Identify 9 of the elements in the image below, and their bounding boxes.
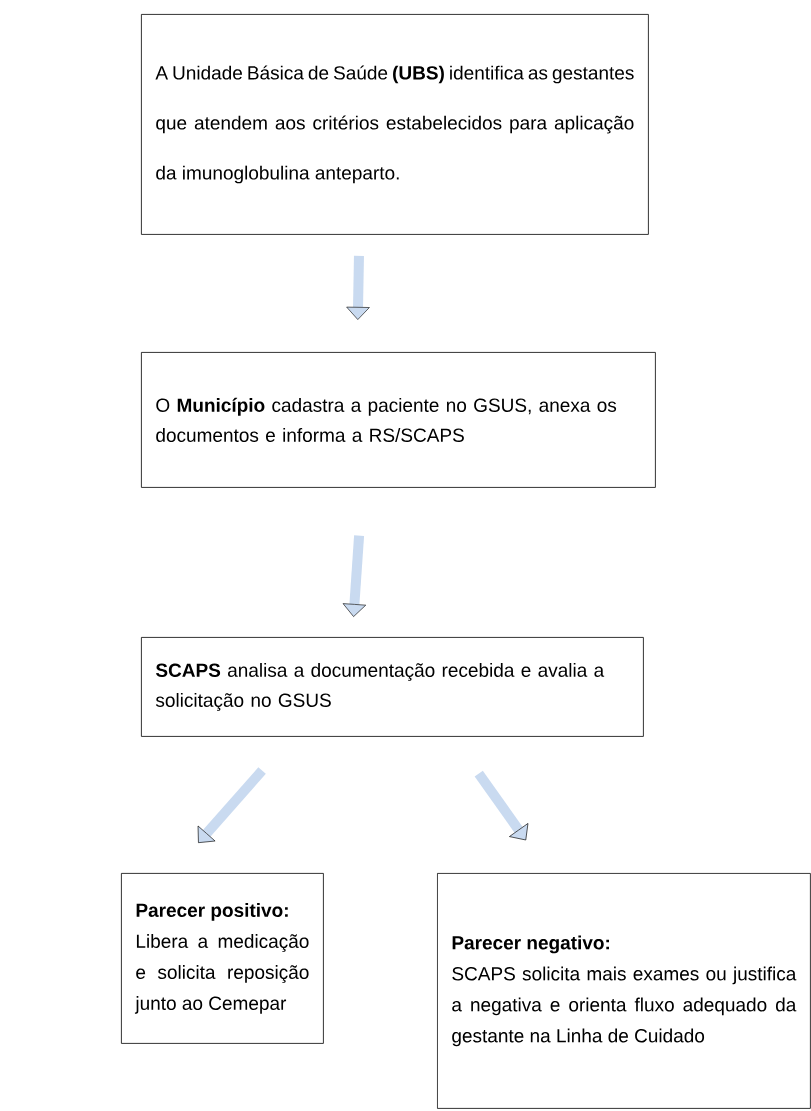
process-box: O Município cadastra a paciente no GSUS, anexa os documentos e informa a RS/SCAPS [141, 352, 656, 488]
block-arrow [197, 767, 266, 843]
process-box: SCAPS analisa a documentação recebida e avalia a solicitação no GSUS [141, 637, 644, 737]
process-box: Parecer positivo: Libera a medicação e solicita reposição junto ao Cemepar [121, 873, 324, 1044]
block-arrow [474, 770, 529, 841]
process-box: A Unidade Básica de Saúde (UBS) identifica as gestantes que atendem aos critérios estabelecidos para aplicação da imunoglobulina anteparto. [141, 14, 649, 235]
block-arrow [346, 255, 370, 320]
block-arrow [342, 535, 367, 617]
process-box: Parecer negativo: SCAPS solicita mais exames ou justifica a negativa e orienta fluxo adequado da gestante na Linha de Cuidado [437, 873, 811, 1109]
